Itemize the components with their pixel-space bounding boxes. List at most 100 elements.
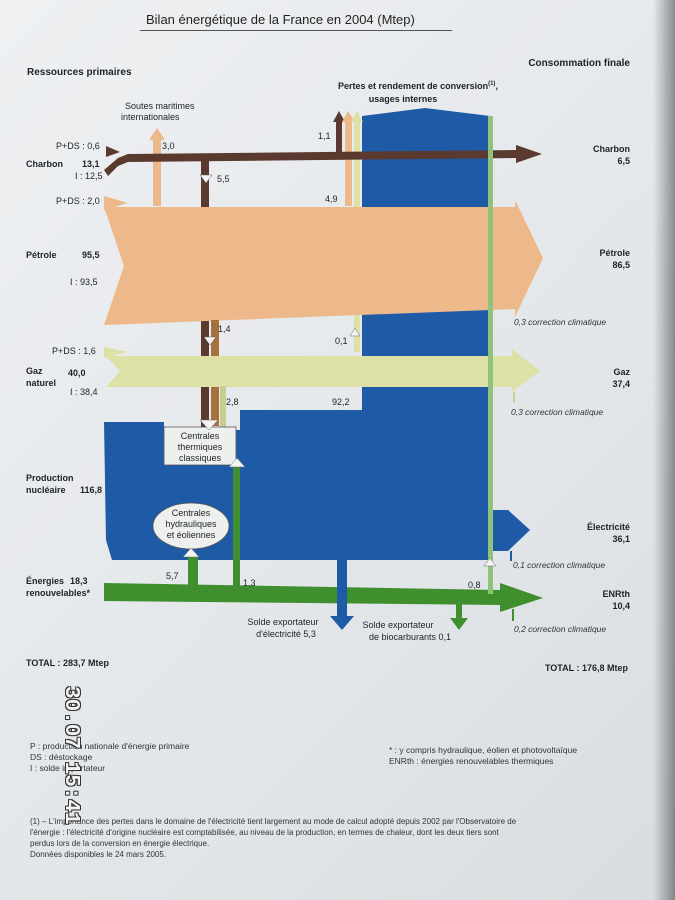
out-petrole-label: Pétrole	[599, 248, 630, 258]
header-consommation: Consommation finale	[528, 58, 630, 69]
charbon-import: I : 12,5	[75, 171, 103, 181]
charbon-value: 13,1	[82, 159, 100, 169]
charbon-pds: P+DS : 0,6	[56, 141, 100, 151]
out-charbon-value: 6,5	[617, 156, 630, 166]
pertes-charbon-arrow	[333, 111, 345, 122]
centrales-hydrauliques-marker	[182, 547, 200, 558]
petrole-import: I : 93,5	[70, 277, 98, 287]
footnote-1-line2: l'énergie : l'électricité d'origine nucl…	[30, 828, 499, 837]
footnote-star: * : y compris hydraulique, éolien et pho…	[389, 745, 578, 755]
footnote-enrth: ENRth : énergies renouvelables thermique…	[389, 756, 554, 766]
solde-electricite-bar	[337, 558, 347, 620]
header-usages: usages internes	[369, 94, 438, 104]
enr-to-electricite	[488, 116, 493, 594]
solde-biocarburants-1: Solde exportateur	[362, 620, 433, 630]
charbon-down-marker	[199, 174, 213, 184]
pertes-petrole-arrow	[342, 111, 355, 122]
enr-elec-marker	[483, 557, 497, 567]
out-charbon-label: Charbon	[593, 144, 630, 154]
gaz-flow	[106, 349, 540, 392]
enr-up-marker	[228, 457, 246, 468]
out-gaz-label: Gaz	[613, 367, 630, 377]
footnote-right: * : y compris hydraulique, éolien et pho…	[389, 745, 577, 767]
corr-petrole-mark	[515, 298, 517, 310]
value-pertes-petrole: 4,9	[325, 194, 338, 204]
corr-petrole-text: 0,3 correction climatique	[514, 317, 606, 327]
gaz-pds: P+DS : 1,6	[52, 346, 96, 356]
header-ressources: Ressources primaires	[27, 67, 132, 78]
solde-electricite-2: d'électricité 5,3	[256, 629, 316, 639]
footnote-date: Données disponibles le 24 mars 2005.	[30, 850, 167, 859]
value-pertes-gaz: 0,1	[335, 336, 348, 346]
petrole-value: 95,5	[82, 250, 100, 260]
enr-to-thermiques	[233, 465, 240, 589]
footnote-i: I : solde importateur	[30, 763, 106, 773]
charbon-pds-arrow	[106, 146, 120, 157]
out-enr-label: ENRth	[603, 589, 631, 599]
gaz-import: I : 38,4	[70, 387, 98, 397]
out-electricite-value: 36,1	[612, 534, 630, 544]
corr-gaz-mark	[513, 392, 515, 402]
out-gaz-value: 37,4	[612, 379, 630, 389]
diagram-title: Bilan énergétique de la France en 2004 (…	[146, 12, 415, 27]
nucleaire-label-1: Production	[26, 473, 74, 483]
chyd-label-3: et éoliennes	[167, 530, 216, 540]
gaz-label-1: Gaz	[26, 366, 43, 376]
ctc-label-2: thermiques	[178, 442, 223, 452]
charbon-label: Charbon	[26, 159, 63, 169]
value-pertes-charbon: 1,1	[318, 131, 331, 141]
soutes-label-2: internationales	[121, 112, 180, 122]
electricite-band-gap	[362, 400, 490, 412]
pertes-charbon-bar	[336, 120, 342, 152]
title-underline	[140, 30, 452, 31]
value-gaz-centrales: 2,8	[226, 397, 239, 407]
petrole-pds: P+DS : 2,0	[56, 196, 100, 206]
pertes-gaz-arrow	[351, 111, 363, 122]
out-petrole-value: 86,5	[612, 260, 630, 270]
enr-to-hydraulique	[188, 555, 198, 591]
value-enr-hydraulique: 5,7	[166, 571, 179, 581]
total-ressources: TOTAL : 283,7 Mtep	[26, 658, 110, 668]
chyd-label-1: Centrales	[172, 508, 211, 518]
petrole-pds-arrow	[104, 196, 128, 210]
value-enr-electricite: 0,8	[468, 580, 481, 590]
nucleaire-value: 116,8	[80, 485, 102, 495]
charbon-flow	[104, 145, 542, 176]
corr-enr-text: 0,2 correction climatique	[514, 624, 606, 634]
value-petrole-centrales: 1,4	[218, 324, 231, 334]
footnote-ds: DS : déstockage	[30, 752, 93, 762]
soutes-label-1: Soutes maritimes	[125, 101, 195, 111]
ctc-label-3: classiques	[179, 453, 222, 463]
footnote-legend: P : production nationale d'énergie prima…	[30, 741, 189, 774]
corr-electricite-text: 0,1 correction climatique	[513, 560, 605, 570]
solde-electricite-arrow	[330, 616, 354, 630]
soutes-arrow	[149, 128, 165, 140]
nucleaire-label-2: nucléaire	[26, 485, 66, 495]
footnote-1-line3: perdus lors de la conversion en énergie …	[30, 839, 210, 848]
corr-gaz-text: 0,3 correction climatique	[511, 407, 603, 417]
biocarburants-arrow	[450, 618, 468, 630]
value-pertes-electricite: 92,2	[332, 397, 350, 407]
footnote-p: P : production nationale d'énergie prima…	[30, 741, 190, 751]
value-enr-thermiques: 1,3	[243, 578, 256, 588]
gaz-up-marker	[349, 327, 361, 337]
footnote-1: (1) – L'importance des pertes dans le do…	[30, 816, 640, 860]
centrales-thermiques-box	[163, 426, 237, 466]
pertes-petrole-bar	[345, 120, 352, 206]
corr-elec-mark	[510, 551, 512, 561]
value-soutes: 3,0	[162, 141, 175, 151]
gaz-pds-arrow	[104, 347, 128, 358]
gaz-label-2: naturel	[26, 378, 56, 388]
page-edge-shadow	[653, 0, 675, 900]
chyd-label-2: hydrauliques	[165, 519, 217, 529]
gaz-value: 40,0	[68, 368, 86, 378]
petrole-down-marker	[203, 336, 217, 346]
solde-biocarburants-2: de biocarburants 0,1	[369, 632, 451, 642]
out-enr-value: 10,4	[612, 601, 630, 611]
total-consommation: TOTAL : 176,8 Mtep	[545, 663, 629, 673]
solde-electricite-1: Solde exportateur	[247, 617, 318, 627]
petrole-label: Pétrole	[26, 250, 57, 260]
gaz-to-centrales	[220, 386, 226, 428]
